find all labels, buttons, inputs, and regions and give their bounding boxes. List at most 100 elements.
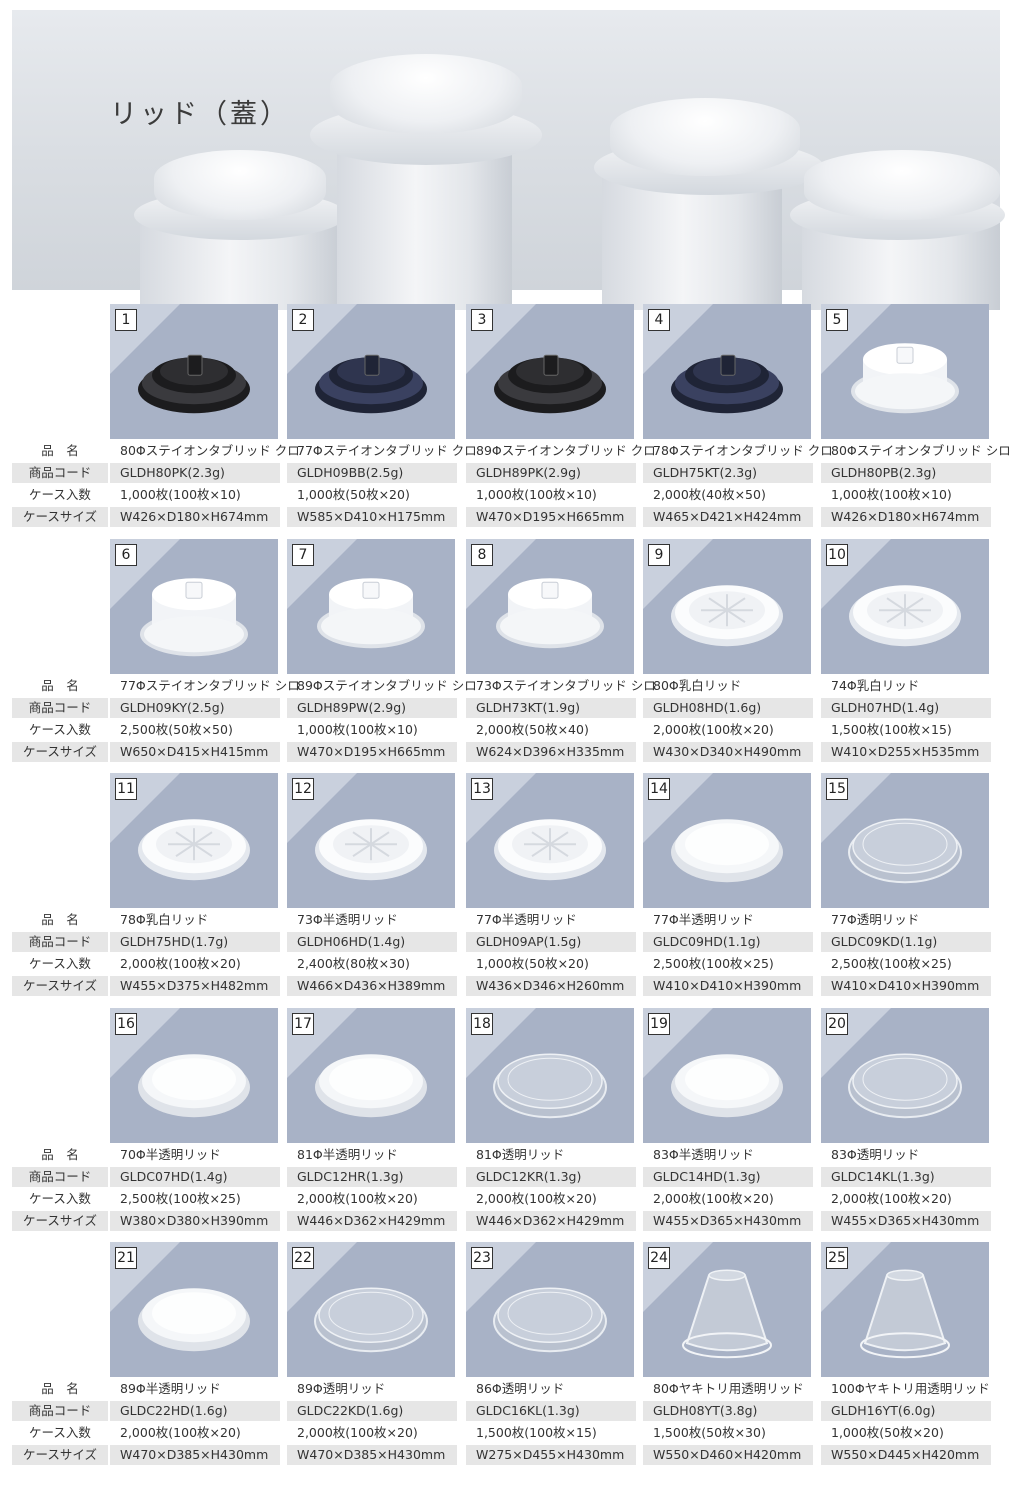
case-quantity: 2,500枚(100枚×25): [831, 956, 952, 971]
product-name: 77Φステイオンタブリッド シロ: [120, 678, 300, 693]
lid-image: [315, 1053, 427, 1117]
case-size: W455×D365×H430mm: [821, 1211, 991, 1231]
case-size: W455×D375×H482mm: [110, 976, 280, 996]
case-size: W470×D195×H665mm: [466, 507, 636, 527]
case-quantity: 2,000枚(100枚×20): [476, 1191, 597, 1206]
lid-image: [671, 354, 783, 413]
case-quantity: 1,500枚(50枚×30): [653, 1425, 766, 1440]
product-name: 100Φヤキトリ用透明リッド: [831, 1381, 990, 1396]
product-number-badge: 16: [115, 1013, 137, 1035]
product-code: GLDH75HD(1.7g): [110, 932, 280, 952]
case-size: W465×D421×H424mm: [643, 507, 813, 527]
product-name: 78Φステイオンタブリッド クロ: [653, 443, 833, 458]
product-code: GLDH08HD(1.6g): [643, 698, 813, 718]
product-name: 80Φヤキトリ用透明リッド: [653, 1381, 804, 1396]
product-code: GLDH08YT(3.8g): [643, 1401, 813, 1421]
product-code: GLDH06HD(1.4g): [287, 932, 457, 952]
product-code: GLDC22HD(1.6g): [110, 1401, 280, 1421]
product-photo: 9: [643, 539, 811, 674]
hero-banner: リッド（蓋）: [12, 10, 1005, 310]
row-label-code: 商品コード: [12, 932, 108, 952]
case-quantity: 2,000枚(40枚×50): [653, 487, 766, 502]
product-name: 83Φ透明リッド: [831, 1147, 920, 1162]
case-size: W410×D410×H390mm: [643, 976, 813, 996]
product-number-badge: 17: [292, 1013, 314, 1035]
lid-image: [851, 342, 959, 413]
product-photo: 16: [110, 1008, 278, 1143]
product-number-badge: 7: [292, 544, 314, 566]
product-number-badge: 25: [826, 1247, 848, 1269]
product-code: GLDC16KL(1.3g): [466, 1401, 636, 1421]
product-name: 80Φ乳白リッド: [653, 678, 742, 693]
case-size: W550×D445×H420mm: [821, 1445, 991, 1465]
product-name: 73Φ半透明リッド: [297, 912, 398, 927]
row-label-code: 商品コード: [12, 698, 108, 718]
product-number-badge: 8: [471, 544, 493, 566]
lid-image: [138, 1053, 250, 1117]
case-quantity: 1,500枚(100枚×15): [476, 1425, 597, 1440]
product-photo: 3: [466, 304, 634, 439]
product-photo: 6: [110, 539, 278, 674]
row-label-case-size: ケースサイズ: [12, 1445, 108, 1465]
case-size: W585×D410×H175mm: [287, 507, 457, 527]
product-name: 89Φステイオンタブリッド シロ: [297, 678, 477, 693]
lid-image: [804, 150, 1000, 220]
case-quantity: 1,000枚(100枚×10): [297, 722, 418, 737]
product-code: GLDH09BB(2.5g): [287, 463, 457, 483]
case-quantity: 1,000枚(50枚×20): [831, 1425, 944, 1440]
product-number-badge: 18: [471, 1013, 493, 1035]
case-quantity: 1,000枚(50枚×20): [476, 956, 589, 971]
case-quantity: 2,000枚(100枚×20): [831, 1191, 952, 1206]
case-quantity: 1,000枚(100枚×10): [476, 487, 597, 502]
product-name: 86Φ透明リッド: [476, 1381, 565, 1396]
row-label-name: 品 名: [41, 912, 79, 927]
lid-image: [610, 98, 800, 176]
product-photo: 12: [287, 773, 455, 908]
product-number-badge: 21: [115, 1247, 137, 1269]
case-quantity: 2,000枚(100枚×20): [297, 1425, 418, 1440]
product-name: 77Φ半透明リッド: [476, 912, 577, 927]
product-photo: 13: [466, 773, 634, 908]
lid-image: [330, 54, 522, 134]
case-quantity: 2,000枚(50枚×40): [476, 722, 589, 737]
product-name: 73Φステイオンタブリッド シロ: [476, 678, 656, 693]
case-quantity: 2,500枚(100枚×25): [653, 956, 774, 971]
lid-image: [671, 584, 783, 646]
product-name: 81Φ透明リッド: [476, 1147, 565, 1162]
row-label-case-size: ケースサイズ: [12, 507, 108, 527]
case-quantity: 2,000枚(100枚×20): [120, 1425, 241, 1440]
case-size: W436×D346×H260mm: [466, 976, 636, 996]
product-number-badge: 1: [115, 309, 137, 331]
product-code: GLDH80PB(2.3g): [821, 463, 991, 483]
product-photo: 11: [110, 773, 278, 908]
product-code: GLDH80PK(2.3g): [110, 463, 280, 483]
case-size: W470×D195×H665mm: [287, 742, 457, 762]
lid-image: [140, 577, 248, 656]
lid-image: [138, 1287, 250, 1351]
product-photo: 24: [643, 1242, 811, 1377]
product-code: GLDH89PK(2.9g): [466, 463, 636, 483]
product-photo: 7: [287, 539, 455, 674]
product-number-badge: 12: [292, 778, 314, 800]
product-photo: 4: [643, 304, 811, 439]
case-size: W426×D180×H674mm: [110, 507, 280, 527]
case-quantity: 1,000枚(100枚×10): [831, 487, 952, 502]
product-photo: 25: [821, 1242, 989, 1377]
product-photo: 14: [643, 773, 811, 908]
product-number-badge: 15: [826, 778, 848, 800]
case-quantity: 2,500枚(100枚×25): [120, 1191, 241, 1206]
product-code: GLDC09KD(1.1g): [821, 932, 991, 952]
product-photo: 8: [466, 539, 634, 674]
